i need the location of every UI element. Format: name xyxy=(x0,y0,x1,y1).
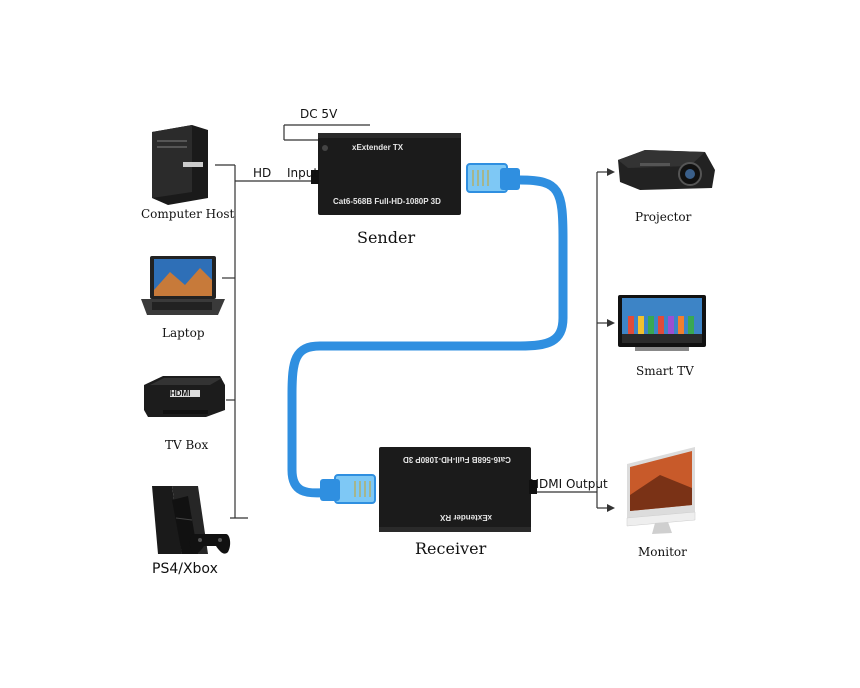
laptop-label: Laptop xyxy=(162,326,205,340)
receiver-device-spec: Cat6-568B Full-HD-1080P 3D xyxy=(403,455,511,464)
hdmi-input-prefix: HD xyxy=(253,166,272,180)
hdmi-output-label: HDMI Output xyxy=(530,477,608,491)
gamepad-icon xyxy=(189,534,231,554)
monitor-label: Monitor xyxy=(638,545,687,559)
laptop-icon xyxy=(141,256,225,315)
monitor-arrow-icon xyxy=(607,504,615,512)
sender-title: Sender xyxy=(357,228,416,247)
receiver-device-name: xExtender RX xyxy=(440,513,493,522)
projector-arrow-icon xyxy=(607,168,615,176)
smart-tv-label: Smart TV xyxy=(636,364,694,378)
rj45-plug-receiver-icon xyxy=(320,474,376,504)
receiver-device xyxy=(379,447,537,532)
hdmi-input-suffix: Input xyxy=(287,166,319,180)
tv-arrow-icon xyxy=(607,319,615,327)
dc-label: DC 5V xyxy=(300,107,338,121)
tv-box-label: TV Box xyxy=(165,438,209,452)
output-bus-wires xyxy=(530,171,608,509)
sender-device-spec: Cat6-568B Full-HD-1080P 3D xyxy=(333,197,441,206)
rj45-plug-sender-icon xyxy=(466,163,520,193)
sender-device xyxy=(311,133,461,215)
tv-box-icon xyxy=(144,376,225,417)
ethernet-cable xyxy=(287,175,568,498)
receiver-title: Receiver xyxy=(415,539,487,558)
source-bus-wires xyxy=(215,164,318,519)
projector-icon xyxy=(618,150,715,190)
ps4-label: PS4/Xbox xyxy=(152,561,218,577)
sender-device-name: xExtender TX xyxy=(352,143,404,152)
monitor-icon xyxy=(626,447,696,534)
computer-host-icon xyxy=(152,125,208,205)
smart-tv-icon xyxy=(618,295,706,351)
projector-label: Projector xyxy=(635,210,692,224)
dc-power-wire xyxy=(283,124,370,141)
computer-host-label: Computer Host xyxy=(141,207,235,221)
tv-box-brand: HDMI xyxy=(170,389,191,398)
